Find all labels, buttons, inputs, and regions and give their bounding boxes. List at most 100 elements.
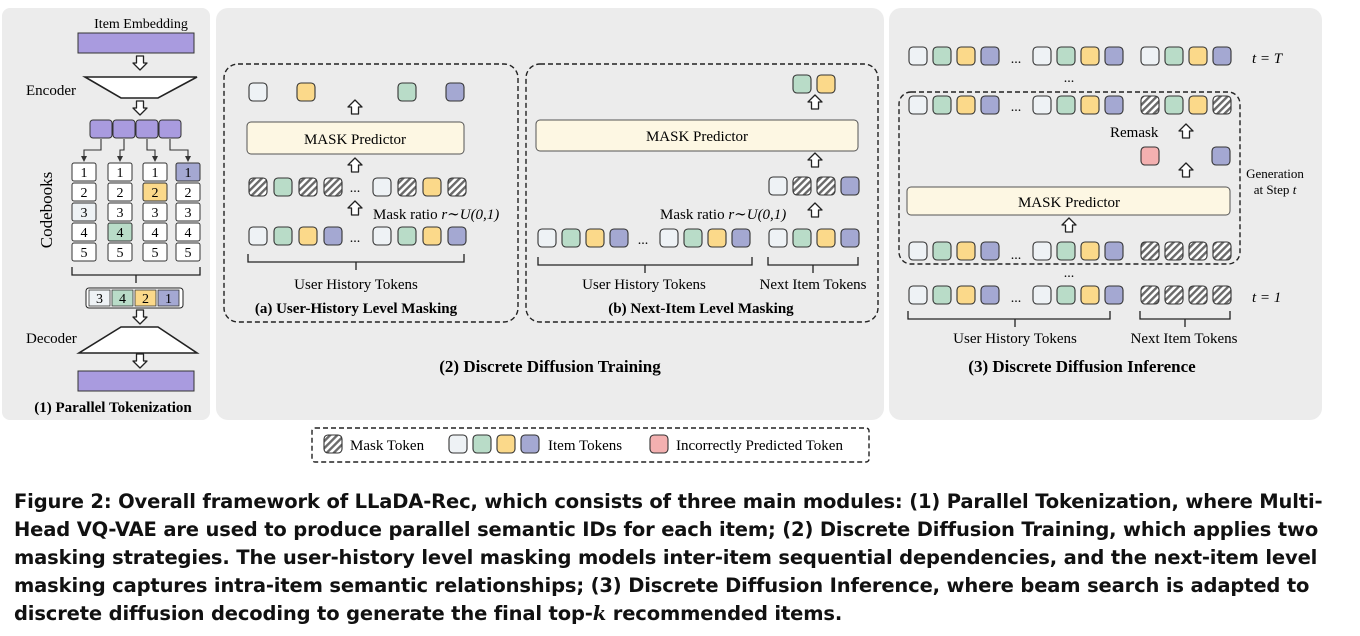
generation-label-1: Generation — [1246, 166, 1304, 181]
token-white — [1140, 46, 1160, 66]
ellipsis-a-input: ... — [350, 231, 361, 246]
up-arrow — [807, 152, 823, 168]
mask-token — [1188, 241, 1208, 261]
token-green — [1056, 285, 1076, 305]
codebook-cell-label: 5 — [117, 246, 124, 261]
token-white — [1032, 46, 1052, 66]
codebook-cell — [107, 242, 133, 262]
codebook-cell-label: 1 — [185, 166, 192, 181]
mask-ratio-b: Mask ratio r∼U(0,1) — [660, 207, 786, 223]
token-purple — [840, 176, 860, 196]
mask-token — [1188, 285, 1208, 305]
up-arrow — [347, 157, 363, 173]
codebook-cell — [71, 162, 97, 182]
codebook-cell-label: 1 — [152, 166, 159, 181]
codebook-cell-label: 2 — [117, 186, 124, 201]
mask-predictor-a — [246, 121, 465, 155]
token-green — [397, 226, 417, 246]
codebook-cell-label: 1 — [117, 166, 124, 181]
mask-predictor-b-label: MASK Predictor — [646, 129, 748, 145]
codebook-cell-label: 4 — [152, 226, 159, 241]
token-green — [273, 177, 293, 197]
codebook-cell-label: 5 — [81, 246, 88, 261]
token-yellow — [816, 228, 836, 248]
down-arrow — [132, 353, 148, 369]
codebook-cell-label: 4 — [117, 226, 124, 241]
token-yellow — [1080, 46, 1100, 66]
token-purple — [323, 226, 343, 246]
up-arrow — [807, 202, 823, 218]
codebook-cell — [107, 222, 133, 242]
token-yellow — [422, 177, 442, 197]
mask-token — [1212, 285, 1232, 305]
token-yellow — [296, 82, 316, 102]
brace-b-next-item — [767, 257, 859, 273]
token-purple — [980, 46, 1000, 66]
decoder-label: Decoder — [26, 331, 77, 347]
parallel-id-label: 2 — [142, 292, 149, 307]
token-yellow — [1188, 46, 1208, 66]
codebook-cell-label: 5 — [152, 246, 159, 261]
mask-token — [792, 176, 812, 196]
codebook-cell-label: 3 — [81, 206, 88, 221]
codebook-connector — [146, 139, 156, 158]
mask-token — [248, 177, 268, 197]
token-purple — [731, 228, 751, 248]
vdots-bottom: ... — [1064, 266, 1075, 281]
token-yellow — [956, 95, 976, 115]
token-purple — [445, 82, 465, 102]
mask-token — [1212, 241, 1232, 261]
encoder-trapezoid — [82, 76, 198, 99]
token-green — [792, 228, 812, 248]
token-white — [908, 285, 928, 305]
caption-var: k — [592, 602, 607, 625]
codebook-cell — [175, 242, 201, 262]
token-white — [537, 228, 557, 248]
panel-title-training: (2) Discrete Diffusion Training — [439, 357, 661, 376]
token-yellow — [956, 241, 976, 261]
codebook-cell-label: 2 — [81, 186, 88, 201]
up-arrow — [347, 200, 363, 216]
framework-diagram: Item Embedding Encoder Codebooks 1234512… — [2, 8, 1322, 463]
codebook-cell — [175, 162, 201, 182]
remask-label: Remask — [1110, 125, 1159, 141]
token-purple — [1104, 285, 1124, 305]
codebooks-label: Codebooks — [37, 172, 56, 249]
token-white — [659, 228, 679, 248]
token-purple — [980, 95, 1000, 115]
mask-token — [323, 434, 343, 454]
connector-arrowhead — [185, 156, 191, 162]
mask-token — [1140, 285, 1160, 305]
token-green — [932, 46, 952, 66]
token-white — [768, 228, 788, 248]
codebook-cell-label: 3 — [185, 206, 192, 221]
panel-training — [216, 8, 884, 420]
token-yellow — [707, 228, 727, 248]
arrow-layer — [132, 55, 1194, 369]
token-yellow — [816, 74, 836, 94]
mask-ratio-a: Mask ratio r∼U(0,1) — [373, 207, 499, 223]
codebook-cell-label: 2 — [152, 186, 159, 201]
token-green — [1164, 95, 1184, 115]
codebook-cell — [71, 242, 97, 262]
codebook-cell — [71, 202, 97, 222]
ellipsis-a-masked: ... — [350, 181, 361, 196]
token-green — [683, 228, 703, 248]
token-white — [768, 176, 788, 196]
brace-a-user-history — [247, 254, 465, 270]
token-white — [908, 95, 928, 115]
token-purple — [1104, 241, 1124, 261]
token-incorrect — [649, 434, 669, 454]
token-green — [1164, 46, 1184, 66]
token-white — [1032, 241, 1052, 261]
brace-b-user-history — [537, 257, 753, 273]
parallel-id-cell — [111, 289, 134, 307]
mask-predictor-c-label: MASK Predictor — [1018, 195, 1120, 211]
mask-token — [1140, 95, 1160, 115]
token-white — [248, 82, 268, 102]
encoder-label: Encoder — [26, 83, 76, 99]
codebook-cell — [142, 182, 168, 202]
token-white — [1032, 95, 1052, 115]
codebook-cell — [71, 182, 97, 202]
